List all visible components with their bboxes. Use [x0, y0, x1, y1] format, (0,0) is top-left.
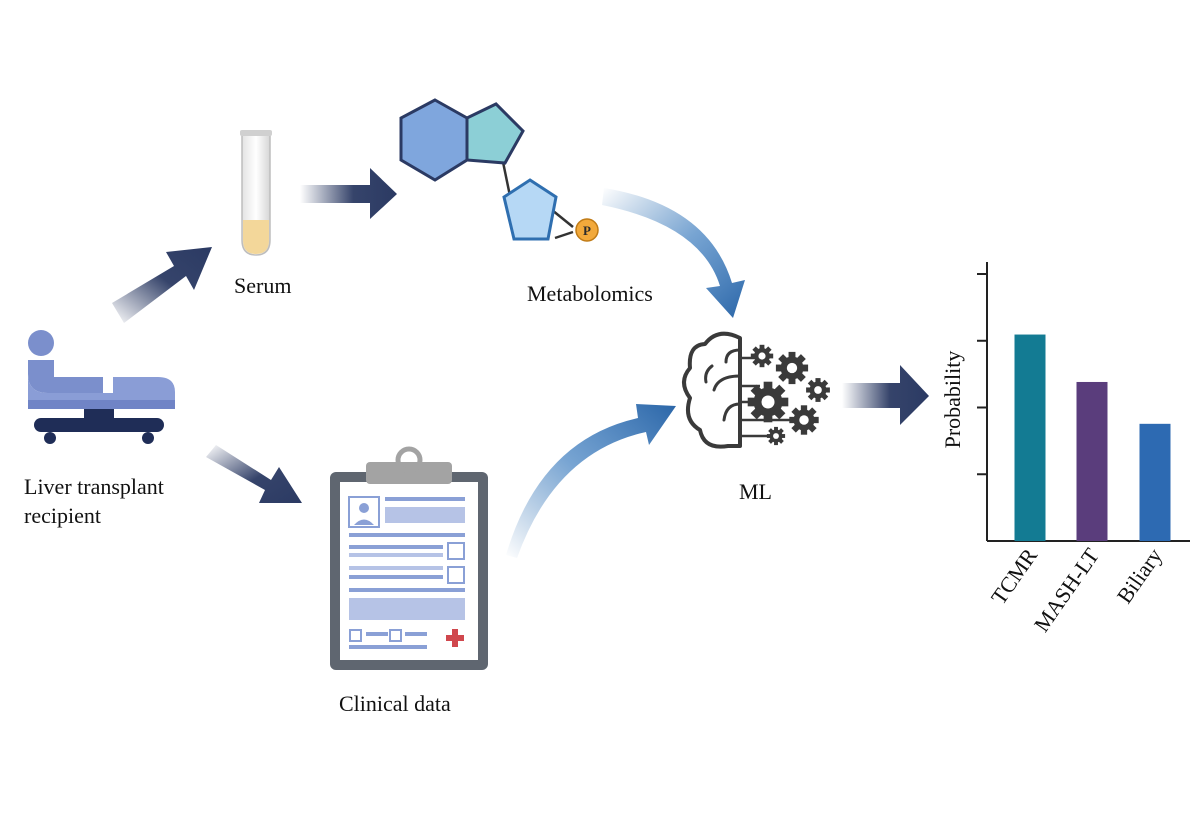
y-axis-label: Probability	[940, 351, 965, 449]
phosphate-label: P	[583, 223, 591, 238]
bar-biliary	[1139, 423, 1171, 541]
clipboard-icon	[330, 446, 488, 670]
molecule-icon: P	[399, 98, 599, 242]
serum-label: Serum	[234, 273, 292, 298]
ml-label: ML	[739, 479, 772, 504]
metabolomics-label: Metabolomics	[527, 281, 653, 306]
bar-tcmr	[1014, 334, 1046, 541]
bar-mash-lt	[1076, 381, 1108, 541]
arrow-to-metabolomics	[300, 168, 397, 219]
patient-bed-icon	[28, 330, 175, 444]
brain-gears-icon	[682, 331, 830, 449]
clinical-data-label: Clinical data	[339, 691, 451, 716]
arrow-to-chart	[842, 365, 929, 425]
x-tick-label: Biliary	[1112, 544, 1168, 608]
recipient-label-line2: recipient	[24, 503, 101, 528]
curved-arrow-metabolomics-to-ml	[602, 188, 745, 318]
curved-arrow-clinical-to-ml	[506, 404, 676, 558]
arrow-to-serum	[112, 247, 212, 323]
x-tick-label: TCMR	[986, 543, 1042, 609]
recipient-label-line1: Liver transplant	[24, 474, 164, 499]
arrow-to-clinical	[206, 445, 302, 503]
recipient-label: Liver transplant recipient	[24, 472, 164, 530]
test-tube-icon	[240, 130, 272, 256]
